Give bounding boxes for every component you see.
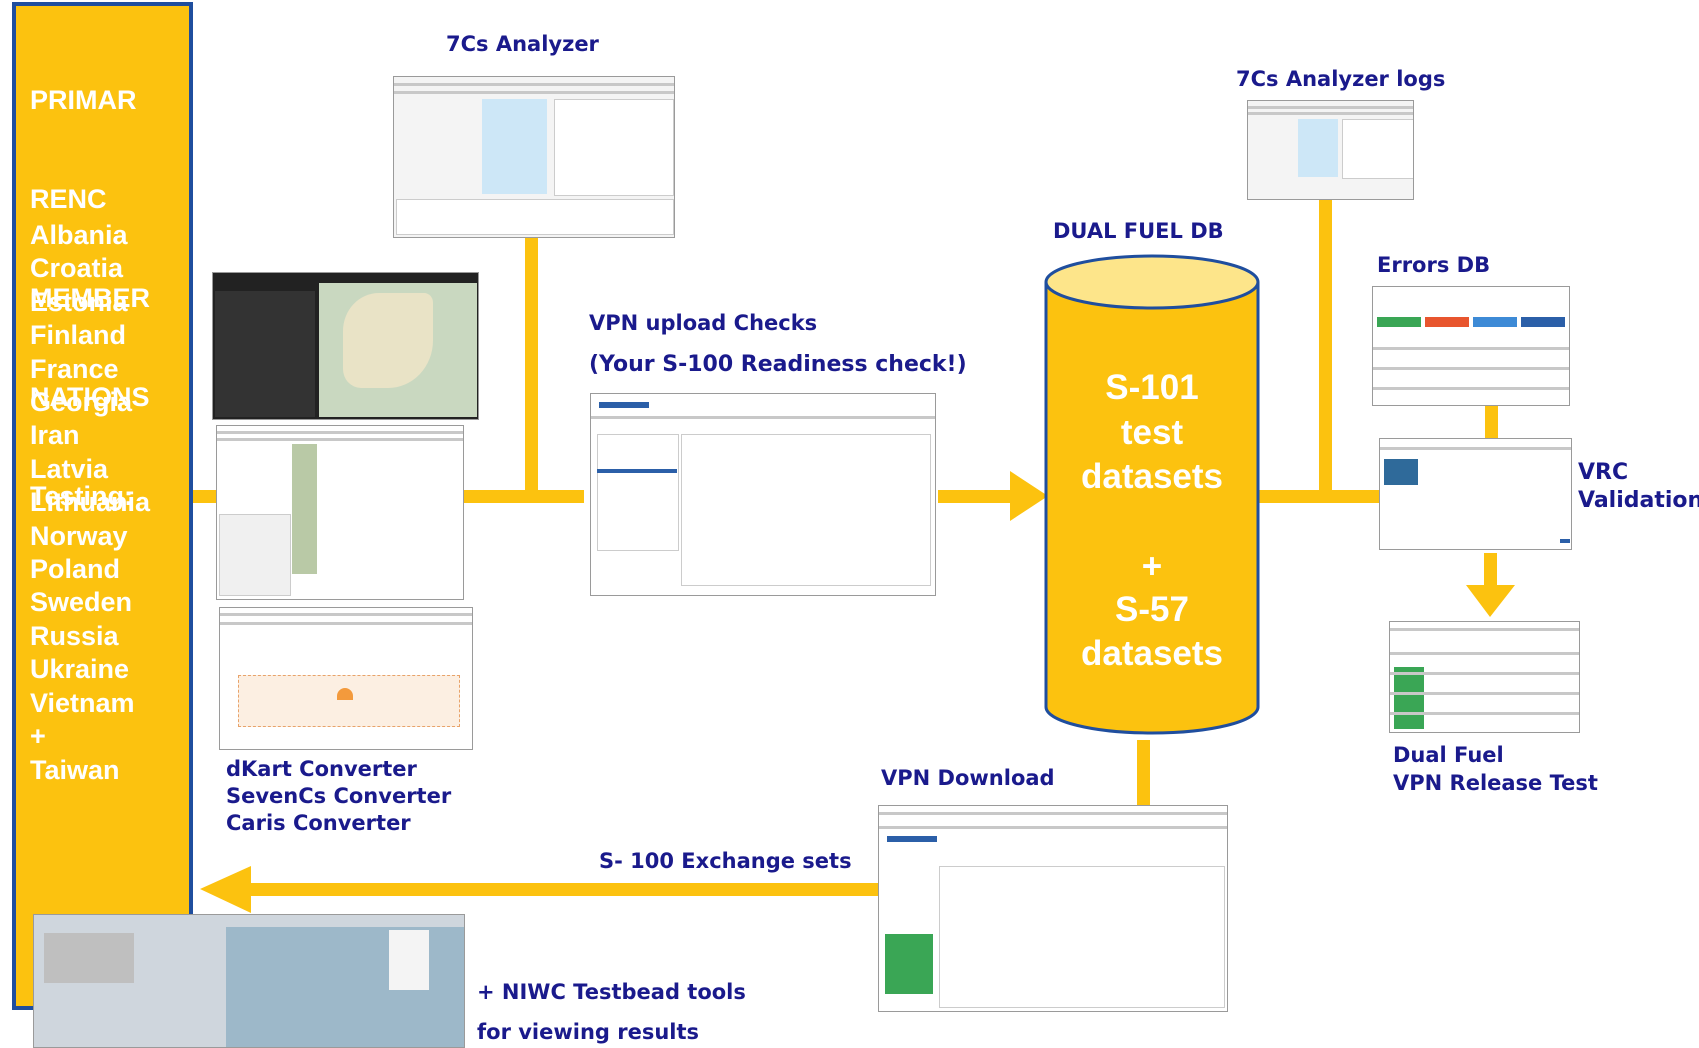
arrow-head-to-release-test	[1466, 585, 1515, 617]
connector-analyzer-vertical	[525, 235, 538, 495]
country-item: Lithuania	[30, 487, 150, 518]
country-item: Iran	[30, 420, 80, 451]
niwc-tools-label-line1: + NIWC Testbead tools	[477, 980, 746, 1004]
dual-fuel-db-cylinder	[1044, 254, 1260, 735]
cylinder-line-datasets-1: datasets	[1080, 457, 1224, 496]
country-item: Taiwan	[30, 754, 120, 785]
vrc-validation-screenshot	[1379, 438, 1572, 550]
niwc-testbed-screenshot	[33, 914, 465, 1048]
sevencs-converter-label: SevenCs Converter	[226, 784, 452, 808]
niwc-tools-label-line2: for viewing results	[477, 1020, 700, 1044]
analyzer-logs-screenshot	[1247, 100, 1414, 200]
panel-title-line: PRIMAR	[30, 85, 137, 115]
analyzer-logs-label: 7Cs Analyzer logs	[1236, 67, 1446, 91]
panel-title-line: NATIONS	[30, 382, 150, 412]
vrc-label-line1: VRC	[1578, 460, 1629, 485]
panel-title-line: Testing:	[30, 481, 133, 511]
readiness-check-label: (Your S-100 Readiness check!)	[589, 352, 967, 377]
cylinder-plus: +	[1141, 547, 1163, 586]
connector-db-bottom	[1137, 740, 1150, 805]
cylinder-line-datasets-2: datasets	[1080, 634, 1224, 673]
release-test-label-line2: VPN Release Test	[1393, 771, 1598, 795]
country-item: Russia	[30, 620, 119, 651]
arrow-head-to-db	[1010, 471, 1048, 521]
connector-errors-to-vrc	[1485, 406, 1498, 440]
country-item: Albania	[30, 220, 128, 250]
connector-vrc-down	[1484, 553, 1497, 588]
country-item: Poland	[30, 554, 121, 585]
vrc-label-line2: Validation	[1578, 488, 1699, 513]
cylinder-line-s57: S-57	[1115, 590, 1189, 629]
panel-title-line: RENC	[30, 184, 107, 214]
cylinder-line-s101: S-101	[1105, 368, 1199, 407]
dkart-converter-label: dKart Converter	[226, 757, 417, 781]
panel-title-line: MEMBER	[30, 283, 150, 313]
chart-viewer-screenshot	[212, 272, 479, 420]
country-list: Albania Croatia Estonia Finland France G…	[30, 219, 150, 787]
country-item: +	[30, 721, 46, 752]
vpn-download-label: VPN Download	[881, 766, 1055, 790]
country-item: Estonia	[30, 286, 128, 317]
country-item: Norway	[30, 520, 128, 551]
sevencs-screenshot	[216, 425, 464, 600]
connector-db-right	[1248, 490, 1381, 503]
connector-upload-to-db	[938, 490, 1013, 503]
country-item: France	[30, 353, 119, 384]
vpn-upload-screenshot	[590, 393, 936, 596]
cylinder-line-test: test	[1120, 413, 1184, 452]
dual-fuel-db-label: DUAL FUEL DB	[1053, 219, 1224, 243]
country-item: Vietnam	[30, 687, 135, 718]
release-test-screenshot	[1389, 621, 1580, 733]
country-item: Finland	[30, 320, 126, 351]
caris-converter-label: Caris Converter	[226, 811, 411, 835]
caris-screenshot	[219, 607, 473, 750]
arrow-head-to-left-panel	[200, 866, 251, 913]
panel-title: PRIMAR RENC MEMBER NATIONS Testing:	[30, 18, 150, 579]
country-item: Sweden	[30, 587, 133, 618]
exchange-sets-label: S- 100 Exchange sets	[599, 849, 852, 873]
connector-logs-vertical	[1319, 198, 1332, 494]
country-item: Latvia	[30, 453, 109, 484]
analyzer-label: 7Cs Analyzer	[446, 32, 599, 56]
country-item: Georgia	[30, 387, 133, 418]
errors-db-screenshot	[1372, 286, 1570, 406]
release-test-label-line1: Dual Fuel	[1393, 743, 1504, 767]
vpn-download-screenshot	[878, 805, 1228, 1012]
vpn-upload-label: VPN upload Checks	[589, 311, 818, 335]
analyzer-screenshot	[393, 76, 675, 238]
country-item: Croatia	[30, 253, 124, 284]
errors-db-label: Errors DB	[1377, 253, 1491, 277]
connector-exchange-sets	[250, 883, 878, 896]
member-nations-panel: PRIMAR RENC MEMBER NATIONS Testing: Alba…	[12, 2, 193, 1010]
country-item: Ukraine	[30, 654, 130, 685]
